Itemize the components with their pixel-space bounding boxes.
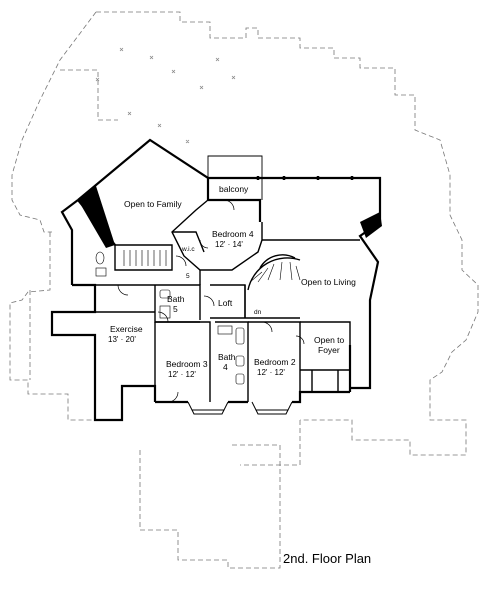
label-stair-dn: dn bbox=[254, 309, 262, 316]
roof-markers bbox=[95, 47, 236, 144]
label-bath-5: Bath bbox=[167, 294, 185, 304]
lower-floor-outline bbox=[9, 11, 479, 569]
label-exercise: Exercise bbox=[110, 324, 143, 334]
label-bath-5-number: 5 bbox=[173, 304, 178, 314]
dim-bedroom-2: 12' · 12' bbox=[257, 368, 285, 377]
label-loft: Loft bbox=[218, 298, 233, 308]
dim-exercise: 13' · 20' bbox=[108, 335, 136, 344]
doors bbox=[117, 199, 305, 403]
label-open-to-family: Open to Family bbox=[124, 199, 182, 209]
label-bedroom-3: Bedroom 3 bbox=[166, 359, 208, 369]
label-bath-4-number: 4 bbox=[223, 362, 228, 372]
bath-fixtures bbox=[95, 251, 245, 385]
label-open-to-foyer-2: Foyer bbox=[318, 345, 340, 355]
window-ticks bbox=[256, 176, 354, 180]
label-stair-number: 5 bbox=[186, 273, 190, 280]
label-bath-4: Bath bbox=[218, 352, 236, 362]
dim-bedroom-3: 12' · 12' bbox=[168, 370, 196, 379]
bay-windows bbox=[187, 401, 293, 415]
wall-fill-right bbox=[360, 212, 382, 238]
label-bedroom-2: Bedroom 2 bbox=[254, 357, 296, 367]
label-open-to-foyer-1: Open to bbox=[314, 335, 345, 345]
plan-caption: 2nd. Floor Plan bbox=[283, 551, 372, 566]
interior-walls bbox=[95, 155, 360, 402]
label-wic: w.i.c bbox=[181, 246, 195, 253]
dim-bedroom-4: 12' · 14' bbox=[215, 240, 243, 249]
stair-treads bbox=[123, 250, 301, 283]
label-balcony: balcony bbox=[219, 184, 249, 194]
label-open-to-living: Open to Living bbox=[301, 277, 356, 287]
wall-fill-left bbox=[78, 186, 115, 248]
room-labels: Open to Family balcony Bedroom 4 12' · 1… bbox=[108, 184, 356, 379]
label-bedroom-4: Bedroom 4 bbox=[212, 229, 254, 239]
